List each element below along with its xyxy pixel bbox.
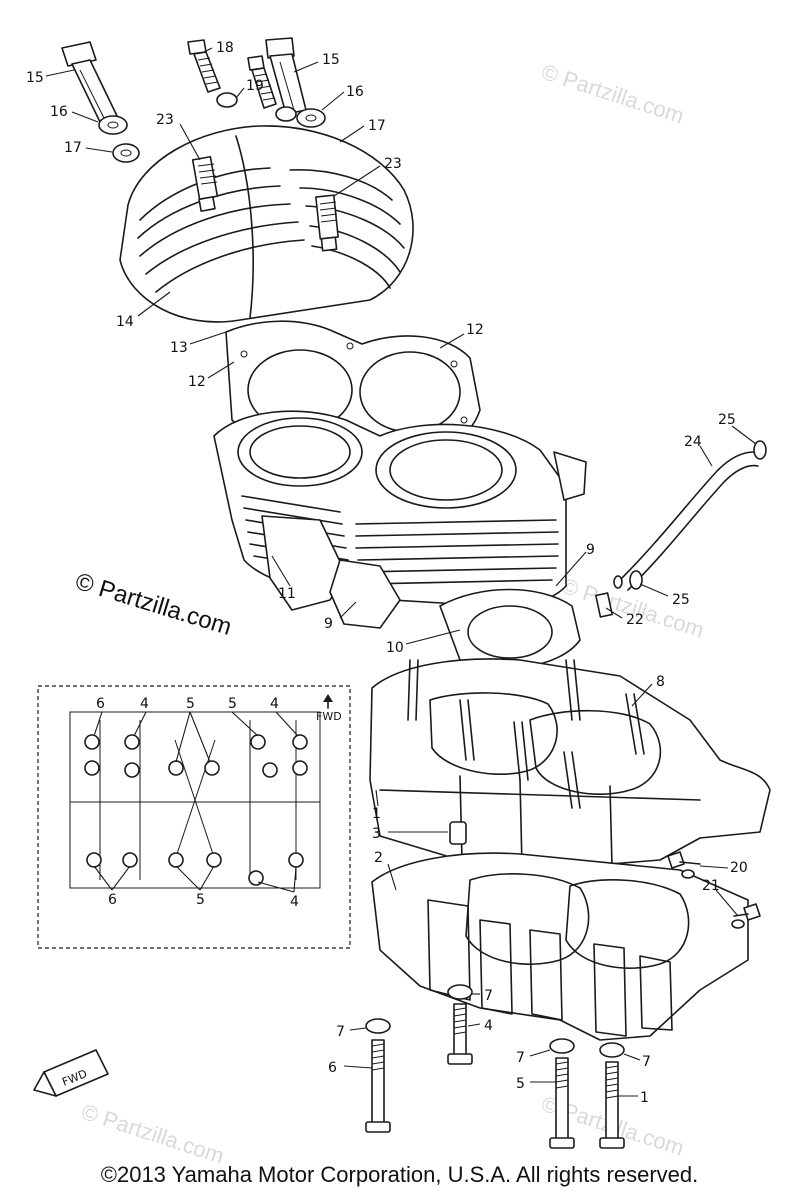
- callout-14: 14: [116, 314, 134, 330]
- spark-plug-right: [315, 194, 339, 252]
- hose-clamp-top: [753, 440, 767, 460]
- copyright-notice: ©2013 Yamaha Motor Corporation, U.S.A. A…: [100, 1162, 699, 1187]
- callout-24: 24: [684, 434, 702, 450]
- callout-18: 18: [216, 40, 234, 56]
- callout-17-right: 17: [368, 118, 386, 134]
- stud-18-right: [247, 55, 277, 109]
- callout-12-left: 12: [188, 374, 206, 390]
- callout-19: 19: [246, 78, 264, 94]
- callout-leaders: [45, 47, 757, 1097]
- washer-7-b: [365, 1018, 391, 1034]
- inset-callout-6-bottom: 6: [108, 892, 117, 908]
- callout-23-left: 23: [156, 112, 174, 128]
- faint-watermark-top: © Partzilla.com: [538, 59, 687, 129]
- washer-7-d: [599, 1042, 625, 1058]
- washer-16-right: [296, 108, 326, 128]
- head-bolt-left: [61, 41, 119, 123]
- callout-23-right: 23: [384, 156, 402, 172]
- breather-fitting-22: [595, 592, 613, 618]
- callout-11: 11: [278, 586, 296, 602]
- callout-15-right: 15: [322, 52, 340, 68]
- dowel-pin-3: [449, 821, 467, 845]
- callout-7-d: 7: [642, 1054, 651, 1070]
- washer-19-right: [275, 106, 297, 122]
- callout-9-right: 9: [586, 542, 595, 558]
- callout-25-top: 25: [718, 412, 736, 428]
- inset-callout-5-top-left: 5: [186, 696, 195, 712]
- crankcase-bottom-bolts: [365, 984, 625, 1149]
- crankcase-small-bolts: [667, 851, 761, 929]
- upper-crankcase: [369, 658, 771, 869]
- faint-watermark-bottom-left: © Partzilla.com: [78, 1099, 227, 1169]
- callout-13: 13: [170, 340, 188, 356]
- lower-crankcase: [371, 852, 749, 1041]
- spark-plug-left: [191, 155, 219, 212]
- callout-22: 22: [626, 612, 644, 628]
- corner-fwd-arrow: [33, 1049, 109, 1097]
- hose-clamp-small: [613, 575, 623, 589]
- bolt-6: [365, 1039, 391, 1133]
- washer-7-c: [549, 1038, 575, 1054]
- callout-5: 5: [516, 1076, 525, 1092]
- inset-bolt-holes: [84, 734, 308, 886]
- stud-18-left: [187, 39, 221, 93]
- inset-callout-4-top-left: 4: [140, 696, 149, 712]
- callout-7-c: 7: [516, 1050, 525, 1066]
- callout-7-b: 7: [336, 1024, 345, 1040]
- partzilla-watermark: © Partzilla.com: [72, 568, 235, 641]
- inset-callout-4-bottom: 4: [290, 894, 299, 910]
- callout-16-left: 16: [50, 104, 68, 120]
- hose-clamp-mid: [629, 570, 643, 590]
- washer-19-left: [216, 92, 238, 108]
- callout-21: 21: [702, 878, 720, 894]
- callout-20: 20: [730, 860, 748, 876]
- washer-7-a: [447, 984, 473, 1000]
- callout-16-right: 16: [346, 84, 364, 100]
- breather-hose: [595, 440, 767, 618]
- callout-10: 10: [386, 640, 404, 656]
- washer-17-left: [112, 143, 140, 163]
- bolt-4: [447, 1003, 473, 1065]
- callout-3: 3: [372, 826, 381, 842]
- bolt-5: [549, 1057, 575, 1149]
- callout-17-left: 17: [64, 140, 82, 156]
- callout-12-right: 12: [466, 322, 484, 338]
- bolt-pattern-inset: [37, 685, 351, 949]
- callout-25-mid: 25: [672, 592, 690, 608]
- callout-8: 8: [656, 674, 665, 690]
- inset-callout-5-bottom: 5: [196, 892, 205, 908]
- callout-15-left: 15: [26, 70, 44, 86]
- callout-6: 6: [328, 1060, 337, 1076]
- callout-numbers: 15 16 17 18 19 15 16 17 23 23 14 13 12 1…: [26, 40, 748, 1106]
- inset-callout-4-top-right: 4: [270, 696, 279, 712]
- callout-2: 2: [374, 850, 383, 866]
- callout-7-a: 7: [484, 988, 493, 1004]
- cylinder-studs: [407, 659, 645, 809]
- callout-1-lower: 1: [640, 1090, 649, 1106]
- callout-1-upper: 1: [372, 806, 381, 822]
- callout-9-left: 9: [324, 616, 333, 632]
- cylinder-heads: [119, 125, 414, 323]
- washer-16-left: [98, 115, 128, 135]
- inset-callout-5-top-right: 5: [228, 696, 237, 712]
- inset-fwd-label: FWD: [316, 710, 342, 723]
- callout-4: 4: [484, 1018, 493, 1034]
- inset-callout-6-top: 6: [96, 696, 105, 712]
- bolt-1: [599, 1061, 625, 1149]
